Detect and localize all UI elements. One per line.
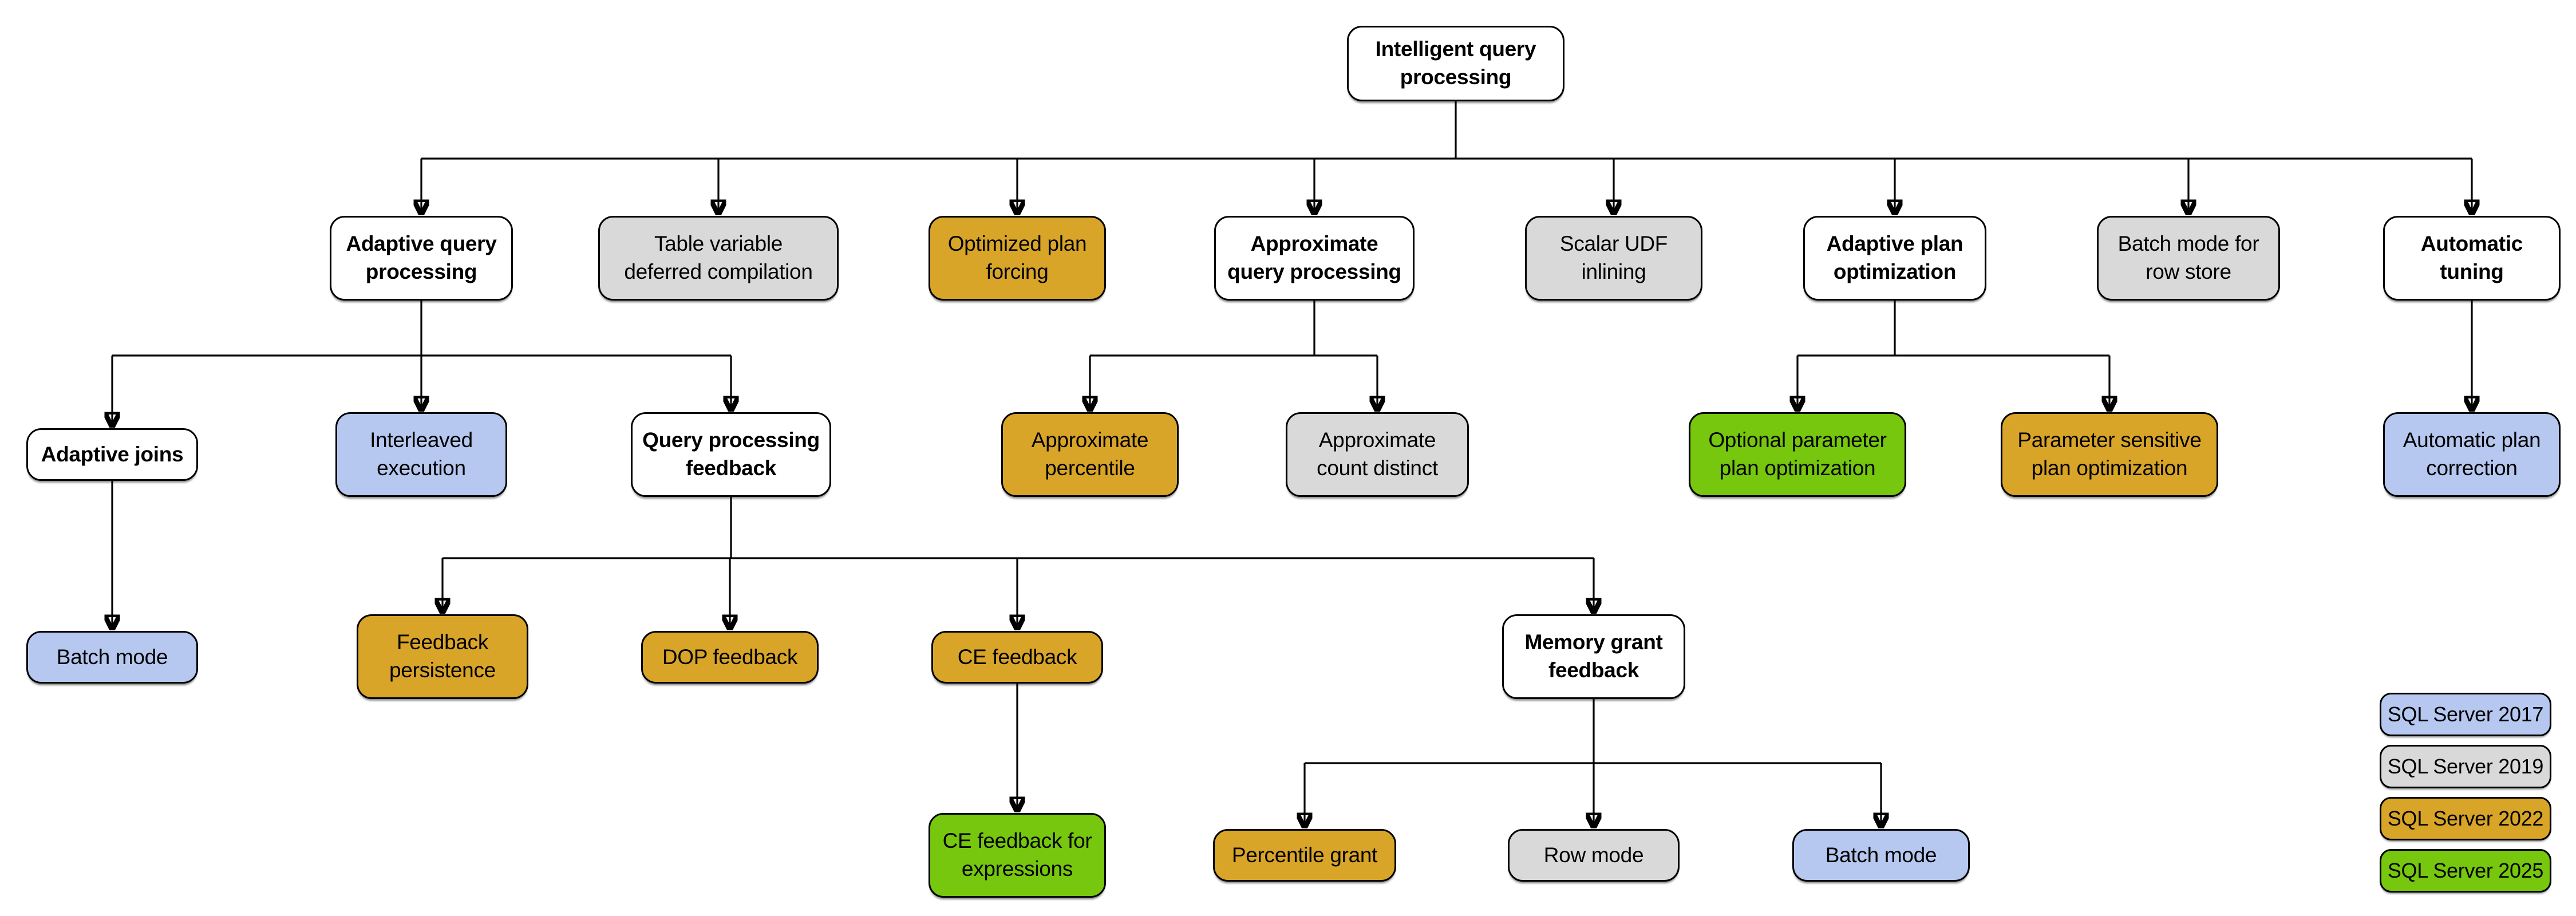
node-interleaved-execution: Interleaved execution: [335, 412, 507, 497]
node-intelligent-query-processing: Intelligent query processing: [1347, 26, 1564, 101]
node-batch-mode-grant: Batch mode: [1792, 829, 1970, 882]
node-automatic-tuning: Automatic tuning: [2383, 216, 2561, 301]
node-approximate-percentile: Approximate percentile: [1001, 412, 1179, 497]
legend-item-sql-server-2022: SQL Server 2022: [2380, 797, 2551, 840]
node-percentile-grant: Percentile grant: [1213, 829, 1396, 882]
legend-item-sql-server-2025: SQL Server 2025: [2380, 849, 2551, 893]
node-feedback-persistence: Feedback persistence: [357, 614, 528, 699]
legend-item-sql-server-2019: SQL Server 2019: [2380, 745, 2551, 788]
node-scalar-udf-inlining: Scalar UDF inlining: [1525, 216, 1702, 301]
node-ce-feedback-for-expressions: CE feedback for expressions: [929, 813, 1106, 898]
node-batch-mode-for-row-store: Batch mode for row store: [2097, 216, 2280, 301]
legend-item-sql-server-2017: SQL Server 2017: [2380, 693, 2551, 736]
node-automatic-plan-correction: Automatic plan correction: [2383, 412, 2561, 497]
node-optimized-plan-forcing: Optimized plan forcing: [929, 216, 1106, 301]
node-ce-feedback: CE feedback: [931, 631, 1103, 684]
node-adaptive-plan-optimization: Adaptive plan optimization: [1803, 216, 1986, 301]
node-parameter-sensitive-plan-optimization: Parameter sensitive plan optimization: [2001, 412, 2218, 497]
node-approximate-count-distinct: Approximate count distinct: [1286, 412, 1469, 497]
node-approximate-query-processing: Approximate query processing: [1214, 216, 1415, 301]
node-memory-grant-feedback: Memory grant feedback: [1502, 614, 1685, 699]
node-adaptive-query-processing: Adaptive query processing: [330, 216, 513, 301]
node-table-variable-deferred-compilation: Table variable deferred compilation: [598, 216, 839, 301]
node-optional-parameter-plan-optimization: Optional parameter plan optimization: [1689, 412, 1906, 497]
node-batch-mode-joins: Batch mode: [26, 631, 198, 684]
node-adaptive-joins: Adaptive joins: [26, 428, 198, 481]
node-query-processing-feedback: Query processing feedback: [631, 412, 831, 497]
node-row-mode: Row mode: [1508, 829, 1680, 882]
node-dop-feedback: DOP feedback: [641, 631, 819, 684]
